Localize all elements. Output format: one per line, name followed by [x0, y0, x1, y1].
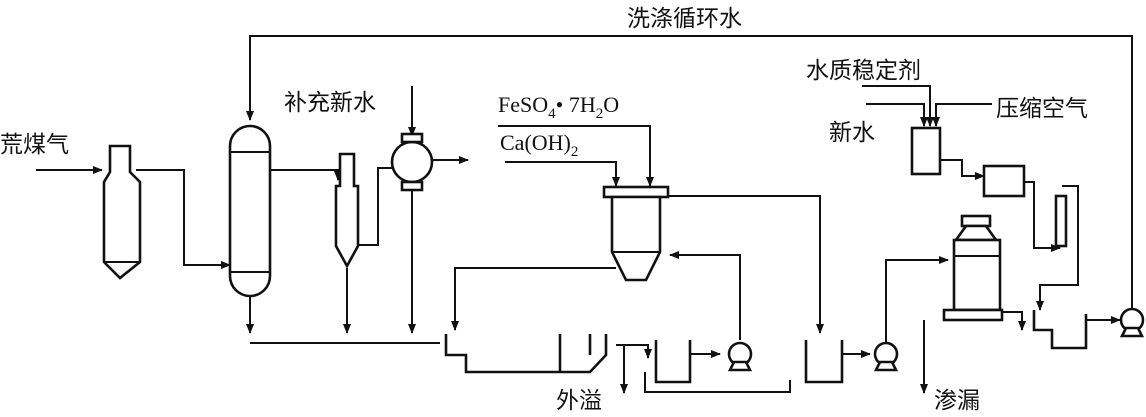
- lime-feed: [505, 161, 620, 187]
- clarifier-lid: [602, 185, 670, 199]
- compressed-air-label: 压缩空气: [996, 96, 1088, 122]
- overflow-label: 外溢: [556, 388, 602, 414]
- wash-loop-label: 洗涤循环水: [627, 6, 742, 32]
- separator: [334, 152, 360, 269]
- cooling-tower: [952, 238, 1002, 312]
- tank-to-flowmeter: [1024, 181, 1061, 252]
- chemical-tank: [982, 164, 1026, 198]
- flowmeter-to-tank4: [1036, 185, 1079, 311]
- clarifier-underflow-line: [451, 267, 616, 331]
- scrubber-column: [228, 124, 272, 298]
- fresh-water-feed: [866, 103, 928, 127]
- cooling-tower-basin: [942, 308, 1004, 322]
- cooling-tower-neck: [953, 224, 999, 242]
- settler-to-tank2: [616, 344, 652, 359]
- cooling-tower-cap: [960, 214, 992, 228]
- pump-1-base: [400, 180, 424, 192]
- pump3-to-tower: [885, 256, 949, 342]
- scrubber-to-separator-line: [270, 169, 342, 181]
- stabilizer-label: 水质稳定剂: [806, 58, 921, 84]
- ferrous-sulfate-label: FeSO4• 7H2O: [498, 92, 619, 122]
- stabilizer-feed: [862, 85, 934, 127]
- pump-4-base: [1119, 326, 1145, 338]
- separator-to-pump-line: [356, 167, 392, 246]
- lime-label: Ca(OH)2: [500, 130, 578, 160]
- leakage-label: 渗漏: [934, 388, 980, 414]
- tower-to-tank4: [1002, 311, 1026, 331]
- pump-1: [390, 140, 434, 184]
- raw-gas-label: 荒煤气: [0, 132, 69, 158]
- doser-to-tank: [940, 159, 985, 180]
- gas-generator: [102, 144, 142, 280]
- compressed-air-feed: [932, 103, 992, 127]
- stabilizer-doser: [910, 126, 942, 176]
- wash-loop-line: [246, 35, 1133, 313]
- clarifier-overflow-line: [665, 195, 824, 334]
- fresh-water-label: 新水: [829, 120, 875, 146]
- settling-tank: [444, 334, 608, 374]
- tank-2: [654, 340, 692, 384]
- gas-to-scrubber-line: [136, 169, 231, 269]
- tank-4: [1032, 310, 1088, 350]
- flowmeter: [1054, 194, 1068, 248]
- pump2-return-line: [669, 251, 741, 340]
- pump-2-base: [727, 360, 753, 372]
- tank-3: [804, 340, 844, 384]
- clarifier: [610, 195, 662, 282]
- makeup-water-label: 补充新水: [284, 90, 376, 116]
- bypass-line: [644, 372, 791, 393]
- pump-1-top: [400, 132, 424, 144]
- pump-3-base: [873, 360, 899, 372]
- ferrous-sulfate-feed: [498, 125, 654, 187]
